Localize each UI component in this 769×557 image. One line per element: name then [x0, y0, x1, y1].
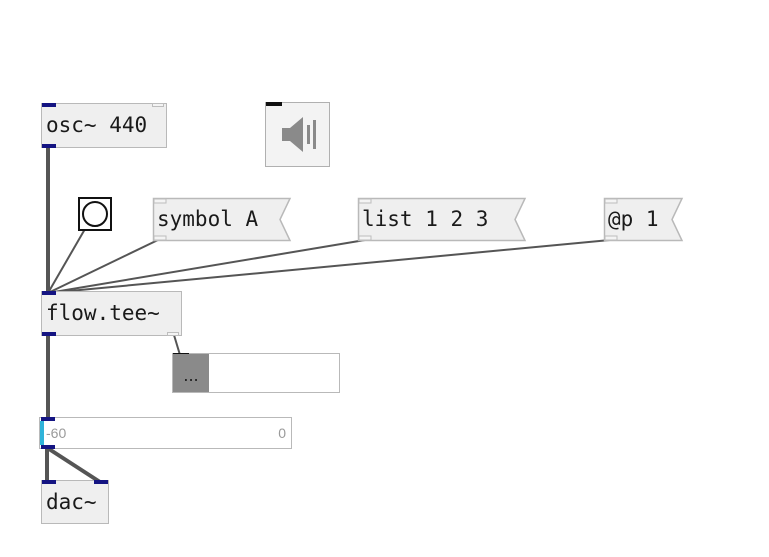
- flow-tee-object[interactable]: flow.tee~: [41, 291, 182, 336]
- message-list-123[interactable]: list 1 2 3: [357, 197, 527, 242]
- message-symbol-a[interactable]: symbol A: [152, 197, 292, 242]
- flow-tee-right-outlet[interactable]: [167, 332, 179, 336]
- bang-icon: [82, 201, 108, 227]
- meter-inlet[interactable]: [41, 417, 55, 421]
- osc-label: osc~ 440: [46, 113, 148, 137]
- osc-object[interactable]: osc~ 440: [41, 103, 167, 148]
- bang-button[interactable]: [78, 197, 112, 231]
- wire-meter-to-dac-right: [47, 447, 102, 484]
- wire-bang-to-flowtee: [47, 228, 86, 294]
- level-meter[interactable]: -60 0: [39, 417, 292, 449]
- message-list-123-label: list 1 2 3: [362, 207, 489, 231]
- slider-knob-label: ...: [183, 366, 199, 385]
- dac-object[interactable]: dac~: [41, 480, 109, 524]
- dac-left-inlet[interactable]: [42, 480, 56, 484]
- wire-symbol-to-flowtee: [47, 238, 161, 294]
- meter-level-bar: [40, 421, 44, 445]
- flow-tee-inlet[interactable]: [42, 291, 56, 295]
- message-at-p-1-label: @p 1: [608, 207, 659, 231]
- wire-flowtee-to-slider: [173, 334, 181, 356]
- message-symbol-a-label: symbol A: [157, 207, 259, 231]
- osc-right-inlet[interactable]: [152, 103, 164, 107]
- wire-list-to-flowtee: [47, 239, 366, 294]
- horizontal-slider[interactable]: ...: [172, 353, 340, 393]
- flow-tee-label: flow.tee~: [46, 301, 160, 325]
- speaker-inlet[interactable]: [266, 102, 282, 106]
- message-at-p-1[interactable]: @p 1: [603, 197, 684, 242]
- meter-outlet[interactable]: [41, 445, 55, 449]
- meter-min-label: -60: [46, 425, 67, 441]
- dac-right-inlet[interactable]: [94, 480, 108, 484]
- dac-label: dac~: [46, 489, 97, 514]
- wire-atp-to-flowtee: [47, 239, 611, 294]
- meter-max-label: 0: [278, 425, 286, 441]
- speaker-icon: [282, 117, 316, 152]
- speaker-toggle[interactable]: [265, 102, 330, 167]
- slider-knob[interactable]: ...: [173, 354, 209, 392]
- flow-tee-left-outlet[interactable]: [42, 332, 56, 336]
- osc-outlet[interactable]: [42, 144, 56, 148]
- osc-inlet[interactable]: [42, 103, 56, 107]
